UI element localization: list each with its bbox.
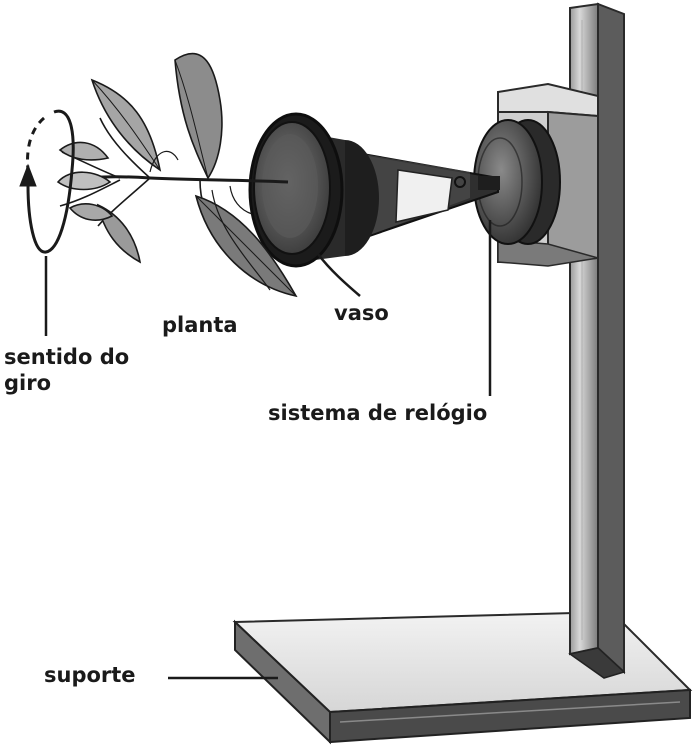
label-spin-direction: sentido do giro (4, 345, 130, 396)
leader-lines (44, 220, 492, 680)
label-clock-system: sistema de relógio (268, 401, 488, 425)
label-support: suporte (44, 663, 136, 687)
label-pot: vaso (334, 301, 389, 325)
pot (248, 112, 379, 268)
label-plant: planta (162, 313, 238, 337)
rotation-arrow (19, 109, 75, 254)
clock-mechanism (473, 119, 561, 245)
